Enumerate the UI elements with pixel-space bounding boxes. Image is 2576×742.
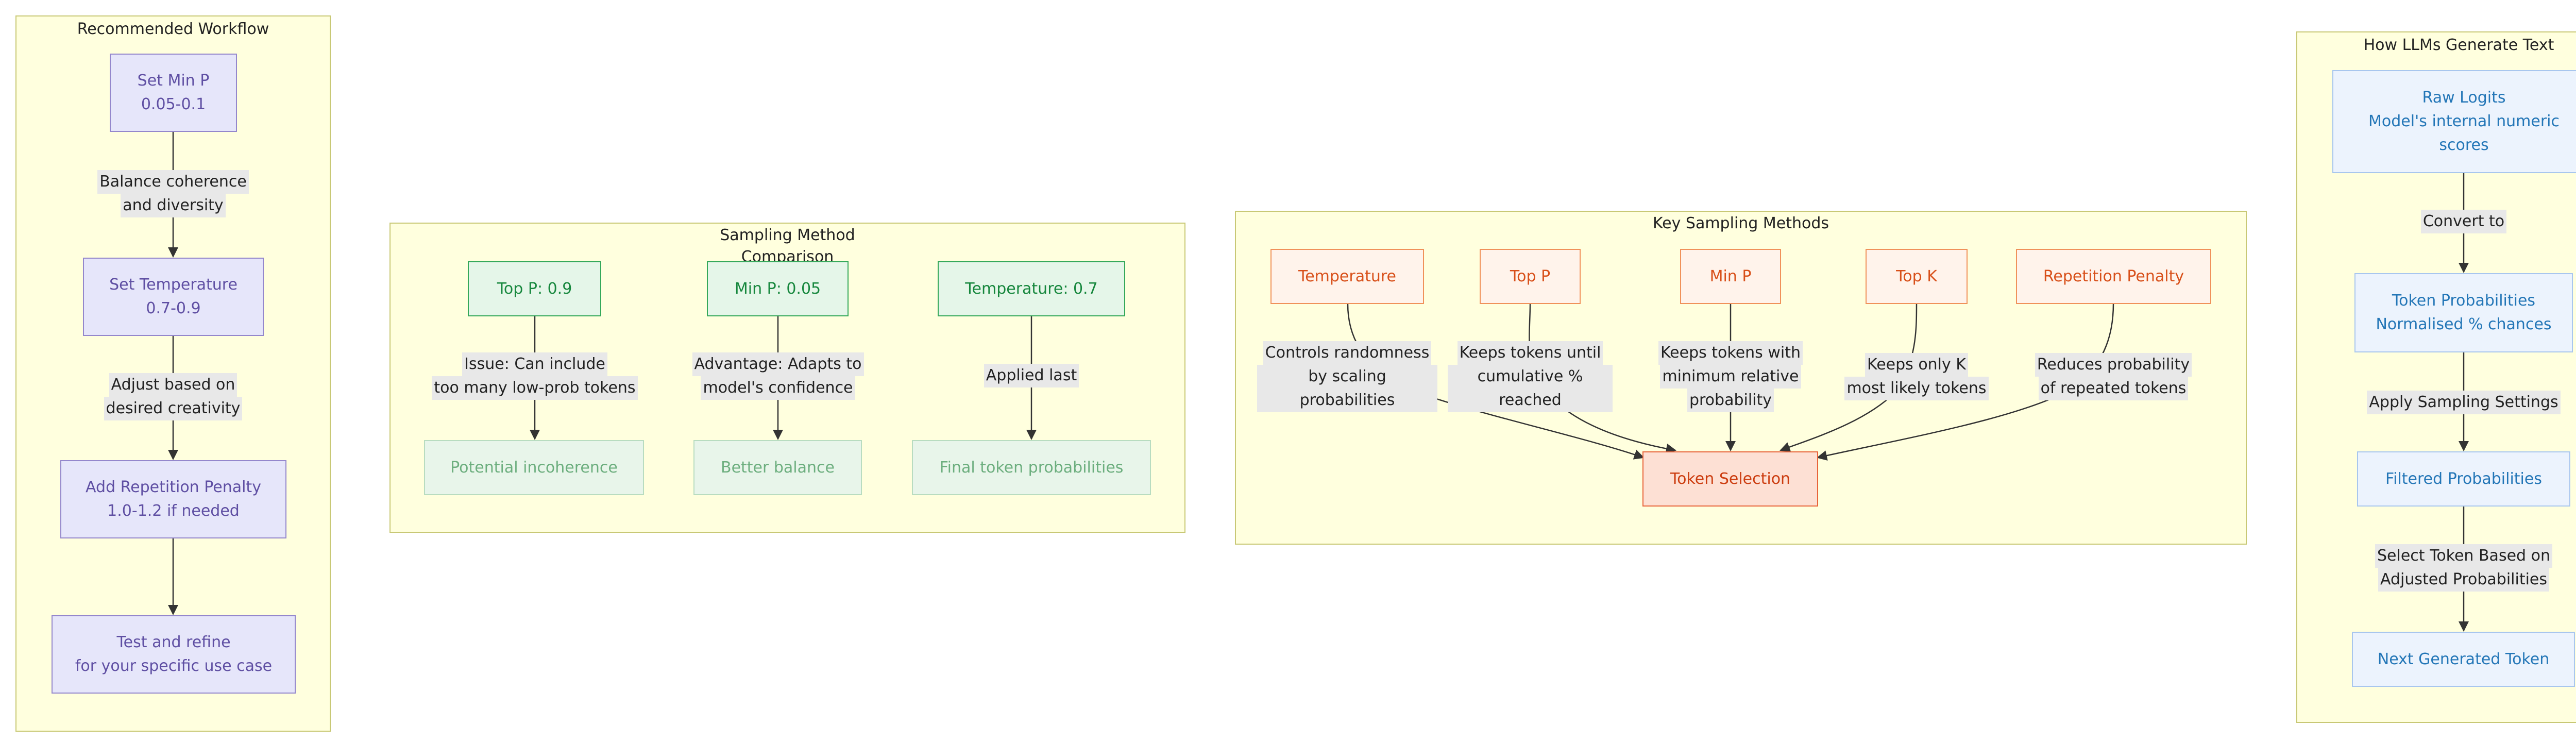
method-top-p: Top P [1480,249,1581,304]
outcome-better-balance: Better balance [693,440,862,495]
edge-label-select-token: Select Token Based on Adjusted Probabili… [2361,544,2567,592]
edge-label-repetition-penalty: Reduces probability of repeated tokens [2031,353,2196,400]
edge-label-top-k: Keeps only K most likely tokens [1844,353,1989,400]
step-label: Set Temperature [109,276,238,294]
edge-label-apply-sampling: Apply Sampling Settings [2361,391,2567,414]
step-value: 0.05-0.1 [141,95,206,113]
generation-title: How LLMs Generate Text [2363,36,2554,54]
compare-temperature: Temperature: 0.7 [938,261,1125,316]
edge-label-applied-last: Applied last [953,364,1110,387]
edge-label-temperature: Controls randomness by scaling probabili… [1257,341,1437,412]
step-label: Test and refine [116,633,231,651]
edge-label-convert-to: Convert to [2386,210,2541,233]
edge-label-top-p-issue: Issue: Can include too many low-prob tok… [432,352,638,400]
step-value: 1.0-1.2 if needed [107,502,240,520]
method-top-k: Top K [1866,249,1968,304]
compare-min-p: Min P: 0.05 [707,261,849,316]
step-add-repetition-penalty: Add Repetition Penalty 1.0-1.2 if needed [60,460,286,538]
step-test-and-refine: Test and refine for your specific use ca… [52,615,296,694]
gen-token-probabilities: Token Probabilities Normalised % chances [2354,273,2573,352]
outcome-final-token-probabilities: Final token probabilities [912,440,1151,495]
gen-raw-logits: Raw Logits Model's internal numeric scor… [2332,70,2576,173]
outcome-potential-incoherence: Potential incoherence [424,440,644,495]
edge-label-top-p: Keeps tokens until cumulative % reached [1448,341,1613,412]
step-label: Add Repetition Penalty [86,478,261,496]
edge-label-min-p: Keeps tokens with minimum relative proba… [1628,341,1833,412]
edge-label-adjust: Adjust based on desired creativity [96,373,250,420]
step-value: for your specific use case [75,657,273,675]
step-label: Set Min P [137,72,210,90]
gen-next-generated-token: Next Generated Token [2352,632,2575,687]
token-selection: Token Selection [1642,451,1818,507]
method-repetition-penalty: Repetition Penalty [2016,249,2211,304]
methods-title: Key Sampling Methods [1652,214,1829,232]
step-set-temperature: Set Temperature 0.7-0.9 [83,258,264,336]
method-temperature: Temperature [1270,249,1424,304]
workflow-title: Recommended Workflow [77,20,269,38]
edge-label-balance: Balance coherence and diversity [96,170,250,217]
method-min-p: Min P [1680,249,1781,304]
step-set-min-p: Set Min P 0.05-0.1 [110,54,237,132]
step-value: 0.7-0.9 [146,299,201,317]
edge-label-min-p-advantage: Advantage: Adapts to model's confidence [680,352,876,400]
compare-top-p: Top P: 0.9 [468,261,601,316]
gen-filtered-probabilities: Filtered Probabilities [2357,451,2570,507]
